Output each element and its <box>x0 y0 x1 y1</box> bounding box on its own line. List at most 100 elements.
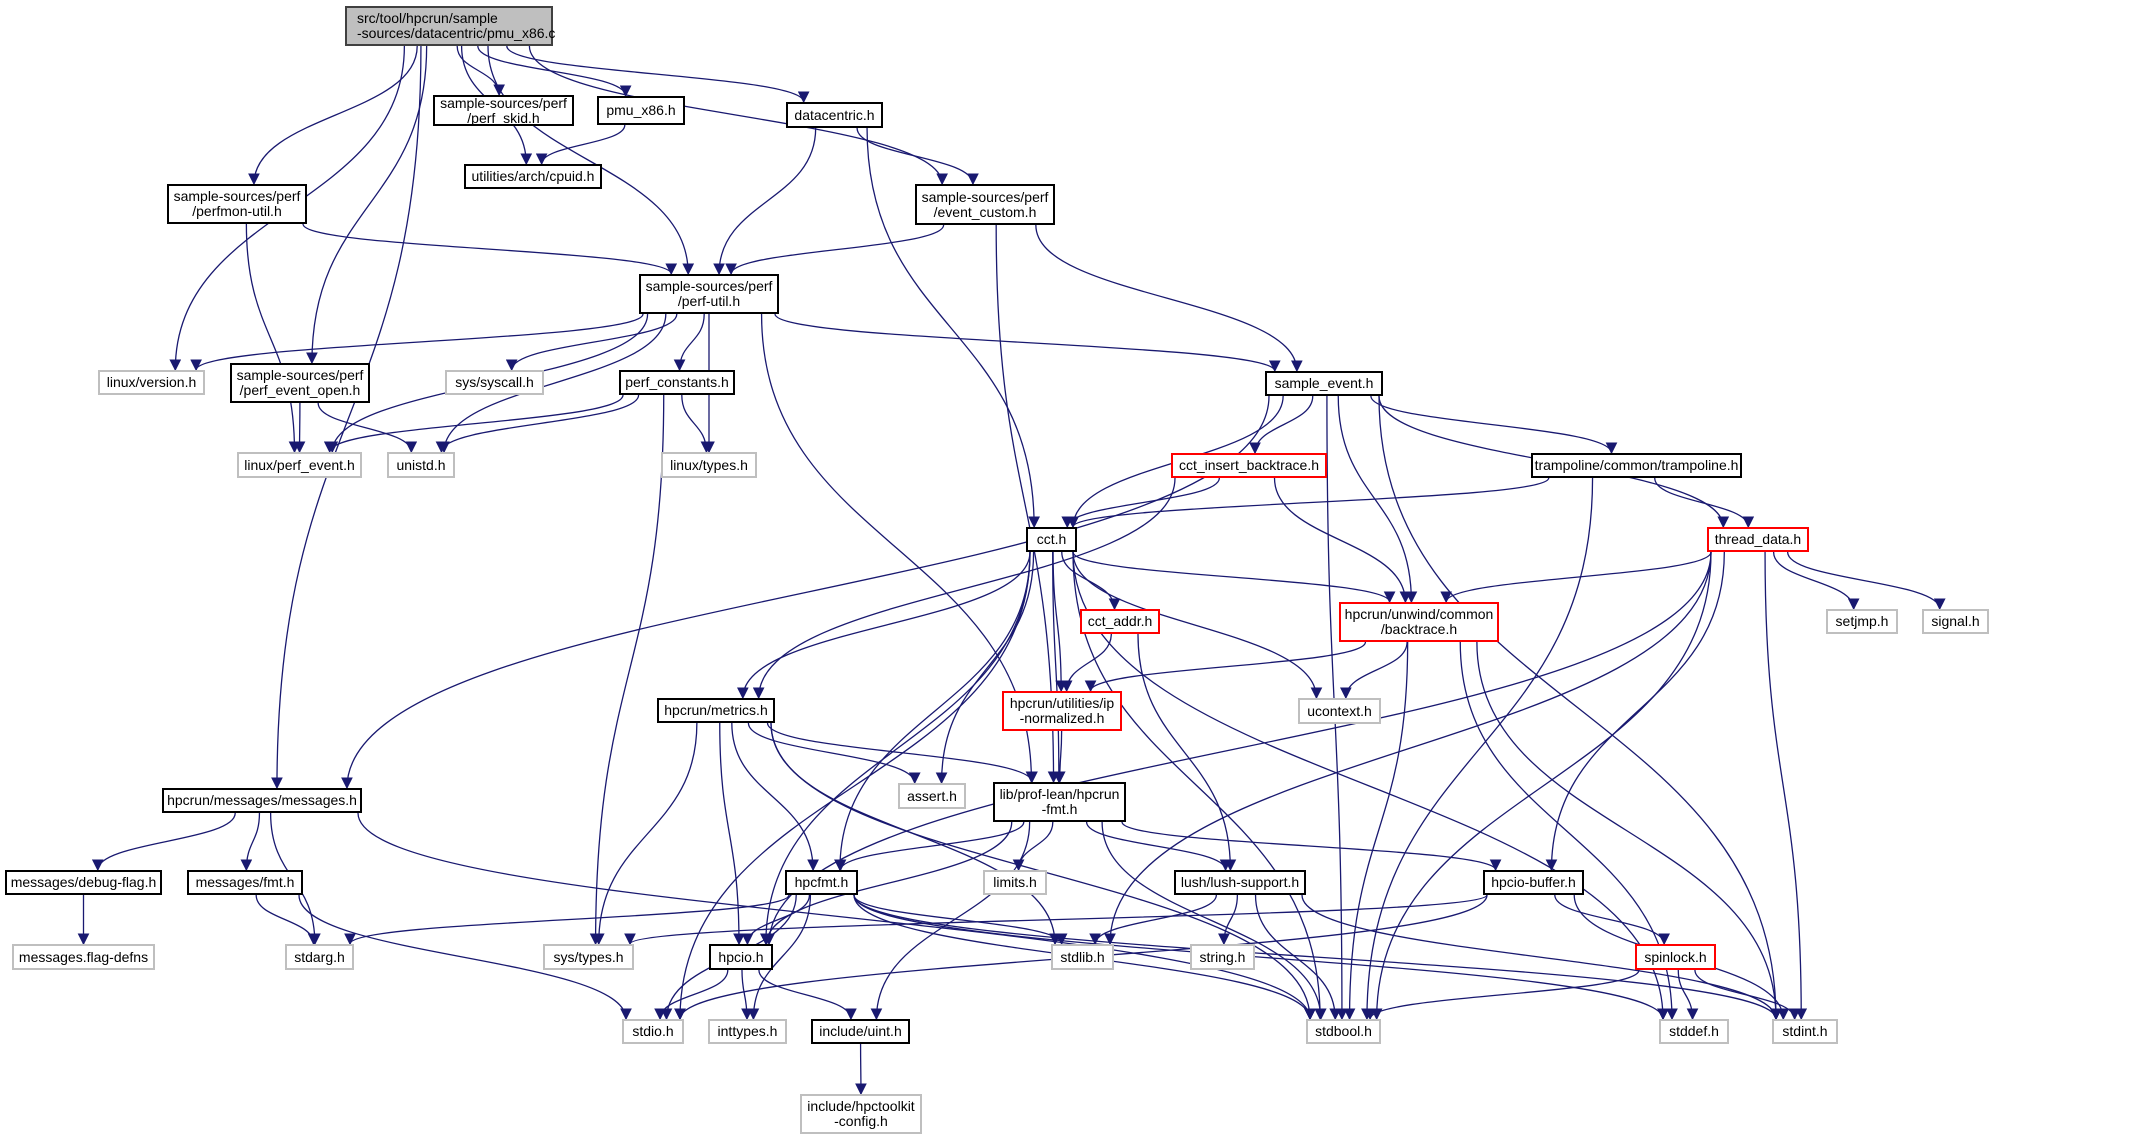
edge-hpcfmt-to-stddef <box>853 894 1669 1021</box>
node-messages[interactable]: hpcrun/messages/messages.h <box>162 788 362 813</box>
edge-event-custom-to-perf-util <box>725 224 945 276</box>
node-hpcio[interactable]: hpcio.h <box>709 944 773 970</box>
edge-root-to-perf-util <box>487 45 695 276</box>
edge-trampoline-to-cct <box>1067 477 1550 529</box>
edge-event-custom-to-hpcrun-fmt <box>995 224 1060 784</box>
edge-sample-event-to-messages <box>341 395 1270 790</box>
node-stddef: stddef.h <box>1659 1019 1729 1044</box>
node-backtrace[interactable]: hpcrun/unwind/common /backtrace.h <box>1339 602 1499 642</box>
node-metrics[interactable]: hpcrun/metrics.h <box>657 698 775 723</box>
node-flag-defns: messages.flag-defns <box>12 944 155 970</box>
node-perf-constants[interactable]: perf_constants.h <box>619 370 735 395</box>
edge-thread-data-to-hpcio-buffer <box>1545 551 1725 872</box>
node-stdint: stdint.h <box>1772 1019 1838 1044</box>
edge-cct-to-hpcio <box>760 551 1031 946</box>
node-perfmon-util[interactable]: sample-sources/perf /perfmon-util.h <box>167 184 307 224</box>
edge-datacentric-to-event-custom <box>856 127 979 186</box>
edge-perf-constants-to-linux-types <box>681 394 713 454</box>
edge-hpcfmt-to-stdarg <box>344 894 790 946</box>
node-pmu-x86[interactable]: pmu_x86.h <box>597 96 685 125</box>
edge-thread-data-to-signal <box>1786 551 1946 611</box>
edge-thread-data-to-backtrace <box>1440 551 1712 604</box>
edge-root-to-perf-skid <box>456 45 505 97</box>
edge-lush-to-stdbool <box>1254 894 1342 1021</box>
node-datacentric[interactable]: datacentric.h <box>786 102 883 128</box>
node-lush[interactable]: lush/lush-support.h <box>1174 870 1306 895</box>
edge-ip-normalized-to-hpcrun-fmt <box>1053 730 1066 784</box>
edge-hpcio-to-uint <box>758 969 857 1021</box>
node-cct[interactable]: cct.h <box>1026 527 1077 552</box>
edge-hpcrun-fmt-to-uint <box>870 821 1031 1021</box>
node-cct-addr[interactable]: cct_addr.h <box>1080 609 1160 634</box>
node-event-custom[interactable]: sample-sources/perf /event_custom.h <box>915 184 1055 225</box>
edge-hpcio-buffer-to-spinlock <box>1554 894 1670 946</box>
node-cct-insert-backtrace[interactable]: cct_insert_backtrace.h <box>1171 453 1327 478</box>
node-trampoline[interactable]: trampoline/common/trampoline.h <box>1531 453 1742 478</box>
edge-metrics-to-hpcio <box>719 722 745 946</box>
node-hpctoolkit-config: include/hpctoolkit -config.h <box>800 1094 922 1134</box>
edge-thread-data-to-hpcio <box>763 551 1712 946</box>
edge-msg-fmt-to-stdarg <box>255 894 320 946</box>
edge-datacentric-to-perf-util <box>713 127 817 276</box>
edge-hpcfmt-to-stdint <box>853 894 1782 1021</box>
edge-cct-to-hpcfmt <box>834 551 1031 872</box>
node-msg-fmt[interactable]: messages/fmt.h <box>187 870 303 895</box>
node-debug-flag[interactable]: messages/debug-flag.h <box>5 870 162 895</box>
edge-hpcrun-fmt-to-hpcio-buffer <box>1121 821 1502 872</box>
node-signal: signal.h <box>1922 609 1989 634</box>
edge-perf-constants-to-linux-perf-event <box>323 394 624 454</box>
node-ip-normalized[interactable]: hpcrun/utilities/ip -normalized.h <box>1002 691 1122 731</box>
node-hpcrun-fmt[interactable]: lib/prof-lean/hpcrun -fmt.h <box>993 782 1126 822</box>
node-perf-skid[interactable]: sample-sources/perf /perf_skid.h <box>433 95 574 126</box>
edge-hpcrun-fmt-to-hpcio <box>760 821 1013 946</box>
edge-msg-fmt-to-stdio <box>298 894 632 1021</box>
edge-perfmon-util-to-linux-perf-event <box>245 223 301 454</box>
edge-thread-data-to-stdlib <box>1104 551 1712 946</box>
node-assert: assert.h <box>898 783 966 809</box>
edge-perfmon-util-to-perf-util <box>302 223 677 276</box>
edge-hpcfmt-to-inttypes <box>747 894 812 1021</box>
node-inttypes: inttypes.h <box>708 1019 787 1044</box>
edge-thread-data-to-stdbool <box>1370 551 1712 1021</box>
edge-event-custom-to-sample-event <box>1035 224 1303 373</box>
node-stdlib: stdlib.h <box>1051 944 1114 970</box>
edge-cct-insert-backtrace-to-backtrace <box>1273 477 1412 604</box>
node-unistd: unistd.h <box>387 452 455 478</box>
node-root[interactable]: src/tool/hpcrun/sample -sources/datacent… <box>345 6 555 46</box>
edge-root-to-messages <box>271 45 422 790</box>
edge-hpcrun-fmt-to-lush <box>1085 821 1232 872</box>
edge-messages-to-msg-fmt <box>240 812 261 872</box>
node-hpcfmt[interactable]: hpcfmt.h <box>785 870 858 895</box>
node-string: string.h <box>1190 944 1255 970</box>
node-hpcio-buffer[interactable]: hpcio-buffer.h <box>1483 870 1584 895</box>
edge-cct-addr-to-lush <box>1137 633 1237 872</box>
edge-hpcfmt-to-stdlib <box>853 894 1068 946</box>
edge-perf-event-open-to-unistd <box>317 402 418 454</box>
node-setjmp: setjmp.h <box>1826 609 1898 634</box>
edge-hpcio-to-inttypes <box>741 969 753 1021</box>
edge-perf-constants-to-unistd <box>435 394 640 454</box>
edge-cct-insert-backtrace-to-metrics <box>752 477 1176 700</box>
edge-perf-util-to-sys-syscall <box>505 313 678 372</box>
edge-perf-util-to-sample-event <box>774 313 1281 373</box>
node-sample-event[interactable]: sample_event.h <box>1265 371 1383 396</box>
edge-hpcrun-fmt-to-stdbool <box>1101 821 1327 1021</box>
node-uint[interactable]: include/uint.h <box>811 1019 910 1044</box>
node-cpuid[interactable]: utilities/arch/cpuid.h <box>464 164 602 189</box>
edge-root-to-datacentric <box>506 45 810 104</box>
node-linux-version: linux/version.h <box>98 370 205 395</box>
node-thread-data[interactable]: thread_data.h <box>1707 527 1809 552</box>
node-linux-types: linux/types.h <box>661 452 757 478</box>
edge-thread-data-to-setjmp <box>1772 551 1860 611</box>
edge-metrics-to-sys-types <box>592 722 698 946</box>
node-spinlock[interactable]: spinlock.h <box>1635 944 1716 970</box>
edge-perf-util-to-linux-version <box>190 313 644 372</box>
node-limits: limits.h <box>983 870 1047 895</box>
edge-cct-to-stdbool <box>1072 551 1326 1021</box>
edge-messages-to-debug-flag <box>91 812 236 872</box>
edge-perf-util-to-hpcrun-fmt <box>760 313 1038 784</box>
node-perf-util[interactable]: sample-sources/perf /perf-util.h <box>639 274 779 314</box>
node-perf-event-open[interactable]: sample-sources/perf /perf_event_open.h <box>230 363 370 403</box>
